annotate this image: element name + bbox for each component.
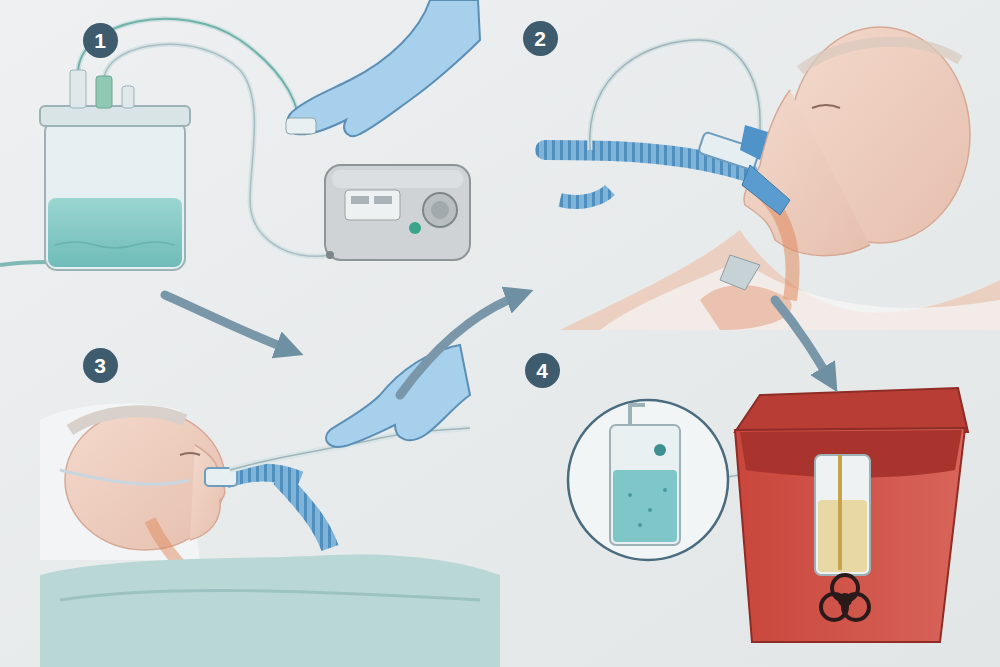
callout-circle: 2 <box>522 20 559 57</box>
callout-circle: 1 <box>82 22 119 59</box>
suction-setup <box>0 0 480 270</box>
badge-fill <box>525 353 560 388</box>
callout-number: 1 <box>94 30 106 51</box>
callout-circle: 4 <box>524 352 561 389</box>
badge-fill <box>83 348 118 383</box>
callout-number: 2 <box>534 28 546 49</box>
badge-fill <box>523 21 558 56</box>
callout-number: 3 <box>94 355 106 376</box>
callout-number: 4 <box>536 360 548 381</box>
disposal <box>568 388 968 642</box>
flow-arrow <box>165 295 830 395</box>
badge-fill <box>83 23 118 58</box>
patient-suctioned <box>40 345 500 667</box>
patient-ventilated <box>545 27 1000 330</box>
callout-circle: 3 <box>82 347 119 384</box>
